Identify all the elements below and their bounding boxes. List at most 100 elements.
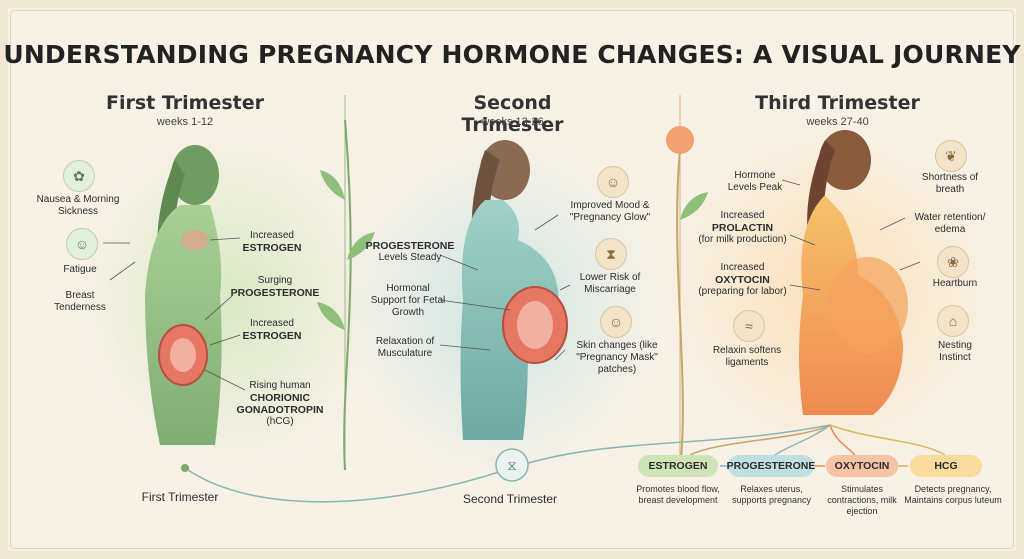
pointer <box>109 261 136 281</box>
third-right-label: Water retention/ edema <box>914 212 986 235</box>
second-trimester-bottom-label: Second Trimester <box>462 492 558 506</box>
pointer <box>789 234 816 246</box>
tired-face-icon: ☺ <box>66 228 98 260</box>
hormone-name: CHORIONIC GONADOTROPIN <box>236 392 324 416</box>
second-right-label: Lower Risk of Miscarriage <box>579 272 641 295</box>
second-trimester-title: Second Trimester <box>461 92 564 136</box>
smiling-face-icon: ☺ <box>597 166 629 198</box>
symptom-breast-tenderness: Breast Tenderness <box>54 290 106 313</box>
pointer <box>209 334 241 346</box>
dna-node <box>495 448 529 482</box>
stroller-icon: ⌂ <box>937 305 969 337</box>
pointer <box>204 369 246 391</box>
hormone-pre: Increased <box>250 230 294 241</box>
third-left-label: Increased PROLACTIN (for milk production… <box>690 210 795 246</box>
legend-progesterone-desc: Relaxes uterus, supports pregnancy <box>731 484 812 505</box>
pointer <box>559 284 571 291</box>
second-right-label: Skin changes (like "Pregnancy Mask" patc… <box>576 340 658 375</box>
hormone-post: Levels Steady <box>378 252 442 263</box>
leaf <box>680 192 708 220</box>
legend-estrogen-desc: Promotes blood flow, breast development <box>636 484 720 505</box>
third-trimester-title: Third Trimester <box>755 92 920 114</box>
hormone-name: PROLACTIN <box>711 222 774 234</box>
node-first <box>181 464 189 472</box>
pointer <box>879 217 906 231</box>
ligament-icon: ≈ <box>733 310 765 342</box>
legend-oxytocin: OXYTOCIN <box>826 455 898 477</box>
hormone-post: Levels Peak <box>727 182 783 193</box>
hourglass-icon: ⧗ <box>595 238 627 270</box>
pointer <box>899 261 921 271</box>
legend-hcg: HCG <box>910 455 982 477</box>
second-left-label: Relaxation of Musculature <box>375 336 435 359</box>
pointer <box>204 295 233 321</box>
hormone-pre: Surging <box>257 275 293 286</box>
lungs-icon: ❦ <box>935 140 967 172</box>
third-right-label: Heartburn <box>932 278 978 289</box>
connector <box>774 424 831 456</box>
third-trimester-weeks: weeks 27-40 <box>806 116 869 128</box>
decorative-border-inner <box>10 10 1014 549</box>
hormone-name: ESTROGEN <box>242 242 302 254</box>
hormone-pre: Increased <box>720 262 765 273</box>
first-trimester-bottom-label: First Trimester <box>141 490 219 504</box>
legend-estrogen: ESTROGEN <box>638 455 718 477</box>
legend-progesterone: PROGESTERONE <box>727 455 815 477</box>
pointer <box>781 179 801 186</box>
hormone-pre: Hormone <box>734 170 776 181</box>
second-woman-figure <box>460 140 568 440</box>
leaf <box>347 232 375 260</box>
second-left-label: Hormonal Support for Fetal Growth <box>370 283 446 318</box>
hormone-name: PROGESTERONE <box>230 287 320 299</box>
page-title: UNDERSTANDING PREGNANCY HORMONE CHANGES:… <box>3 40 1021 69</box>
hormone-label: Increased ESTROGEN <box>232 318 312 342</box>
hormone-label: Rising human CHORIONIC GONADOTROPIN (hCG… <box>235 380 325 428</box>
third-left-label: Hormone Levels Peak <box>720 170 790 194</box>
pointer <box>789 284 821 291</box>
first-woman-figure <box>145 145 222 445</box>
pointer <box>554 349 566 361</box>
legend-oxytocin-desc: Stimulates contractions, milk ejection <box>827 484 897 516</box>
third-right-label: Shortness of breath <box>921 172 979 195</box>
flower <box>666 126 694 154</box>
third-right-label: Nesting Instinct <box>938 340 972 363</box>
hormone-pre: Increased <box>720 210 765 221</box>
hormone-post: (for milk production) <box>698 234 787 245</box>
legend-hcg-desc: Detects pregnancy, Maintains corpus lute… <box>904 484 1002 505</box>
hormone-pre: Increased <box>250 318 294 329</box>
face-icon: ☺ <box>600 306 632 338</box>
vine-stem <box>676 149 684 471</box>
stomach-icon: ❀ <box>937 246 969 278</box>
hormone-name: ESTROGEN <box>242 330 302 342</box>
pointer <box>439 254 479 271</box>
hormone-post: (hCG) <box>266 416 294 427</box>
pointer <box>209 237 241 241</box>
first-trimester-weeks: weeks 1-12 <box>156 116 214 128</box>
second-left-label: PROGESTERONE Levels Steady <box>365 240 455 264</box>
first-trimester-title: First Trimester <box>106 92 264 114</box>
third-left-label: Increased OXYTOCIN (preparing for labor) <box>690 262 795 298</box>
vine-stem <box>343 119 352 471</box>
pointer <box>439 344 491 351</box>
dna-icon: ⧖ <box>507 459 516 474</box>
connector <box>829 424 856 456</box>
third-left-label: Relaxin softens ligaments <box>712 345 782 368</box>
hormone-post: (preparing for labor) <box>698 286 787 297</box>
brain-icon: ✿ <box>63 160 95 192</box>
connector <box>689 424 831 456</box>
leaf <box>320 170 345 200</box>
pointer <box>439 299 511 311</box>
connector <box>829 424 946 456</box>
pointer <box>534 214 559 231</box>
symptom-nausea: Nausea & Morning Sickness <box>36 194 120 217</box>
third-woman-figure <box>799 130 908 415</box>
hormone-name: OXYTOCIN <box>715 274 770 286</box>
hormone-label: Increased ESTROGEN <box>232 230 312 254</box>
hormone-name: PROGESTERONE <box>365 240 455 252</box>
symptom-fatigue: Fatigue <box>63 264 97 275</box>
second-trimester-weeks: weeks 13-26 <box>481 116 544 128</box>
leaf <box>317 302 345 330</box>
